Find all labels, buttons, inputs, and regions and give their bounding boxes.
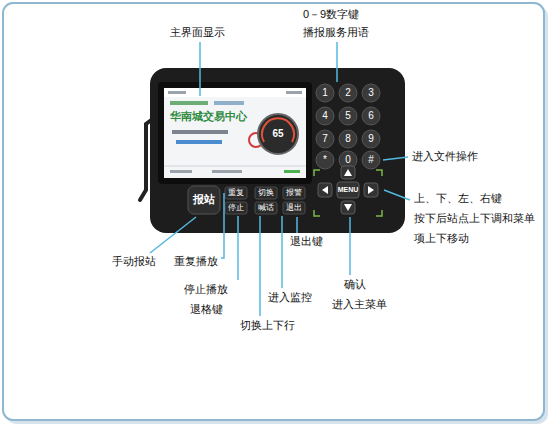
callout-label: 主界面显示 (170, 26, 225, 40)
callout-label: 重复播放 (174, 255, 218, 269)
screen-footer (284, 170, 300, 173)
callout-label: 确认 (344, 278, 366, 292)
key-digit: # (368, 154, 374, 167)
screen-status-bar (286, 91, 302, 94)
key (255, 187, 277, 199)
key-digit: 3 (368, 87, 374, 100)
key (283, 187, 305, 199)
key-label: 报站 (193, 193, 215, 207)
screen-date-bar (168, 91, 186, 94)
key-label: 退出 (286, 203, 302, 213)
screen-info-bar (214, 101, 244, 105)
callout-label: 上、下、左、右键 (414, 192, 502, 206)
screen-divider (164, 166, 306, 167)
key (225, 187, 247, 199)
screen-info-bar (170, 101, 208, 105)
screen (164, 88, 306, 178)
key-label: 重复 (228, 188, 244, 198)
key (225, 202, 247, 214)
key-digit: 2 (345, 87, 351, 100)
device-body (150, 68, 405, 233)
screen-bezel (158, 82, 312, 184)
key-digit: 7 (322, 133, 328, 146)
arrow-keys (318, 166, 378, 214)
key-label: MENU (338, 186, 359, 195)
key-digit: 1 (322, 87, 328, 100)
key-digit: 0 (345, 154, 351, 167)
key (255, 202, 277, 214)
callout-label: 手动报站 (112, 255, 156, 269)
callout-label: 播报服务用语 (303, 26, 369, 40)
callout-label: 进入监控 (268, 291, 312, 305)
speedometer-arc (262, 118, 294, 142)
key-label: 报警 (286, 188, 302, 198)
speedometer (258, 114, 298, 154)
key-digit: 6 (368, 110, 374, 123)
key-digit: 5 (345, 110, 351, 123)
screen-next-stop (172, 130, 228, 134)
callout-label: 按下后站点上下调和菜单项上下移动 (414, 208, 538, 248)
keypad (316, 84, 380, 169)
key-digit: 9 (368, 133, 374, 146)
callout-label: 退格键 (190, 303, 223, 317)
screen-text: 华南城交易中心 (170, 110, 247, 124)
menu-key (337, 182, 359, 198)
key-label: 停止 (228, 203, 244, 213)
key (283, 202, 305, 214)
key-label: 喊话 (258, 203, 274, 213)
callout-label: 进入文件操作 (412, 150, 478, 164)
leader-lines (150, 42, 410, 316)
screen-footer (170, 170, 192, 173)
key-label: 切换 (258, 188, 274, 198)
callout-label: 切换上下行 (240, 319, 295, 333)
arrow-symbols (322, 169, 374, 211)
callout-label: 停止播放 (184, 283, 228, 297)
announce-key (188, 186, 220, 214)
key-digit: 8 (345, 133, 351, 146)
speed-value: 65 (272, 128, 283, 141)
frame (3, 3, 544, 420)
screen-footer (212, 170, 242, 173)
callout-label: 进入主菜单 (332, 298, 387, 312)
key-digit: * (323, 154, 327, 167)
callout-label: 0－9数字键 (303, 8, 359, 22)
screen-header (164, 88, 306, 97)
screen-time-bar (176, 140, 222, 144)
callout-label: 退出键 (290, 235, 323, 249)
key-digit: 4 (322, 110, 328, 123)
